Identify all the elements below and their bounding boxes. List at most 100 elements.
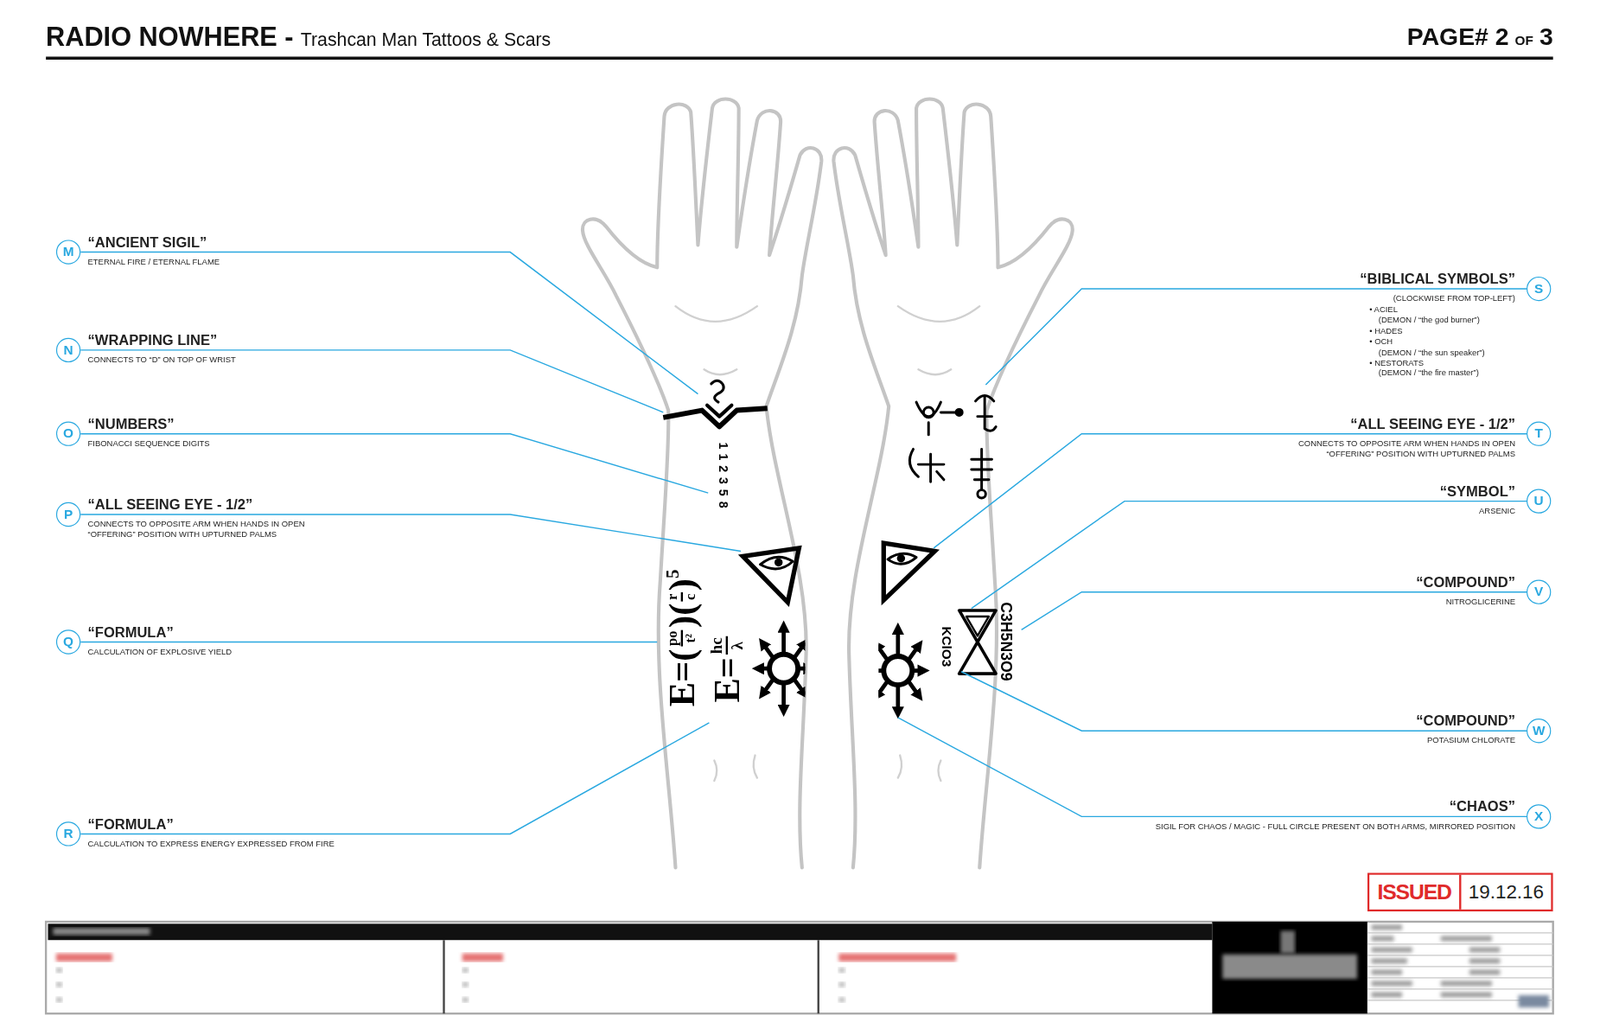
blurred-mark (56, 981, 63, 988)
arsenic-symbol (966, 616, 989, 636)
symbol-och (977, 490, 986, 498)
crease (675, 305, 757, 322)
chaos-arrow (908, 680, 919, 695)
crease (753, 755, 758, 778)
leader-line (1021, 592, 1527, 631)
page-number: PAGE# 2OF3 (1407, 21, 1554, 52)
callout-heading: “ANCIENT SIGIL” (88, 233, 208, 250)
callout-circle: Q“FORMULA”CALCULATION OF EXPLOSIVE YIELD (56, 629, 81, 654)
page-total: 3 (1539, 21, 1554, 52)
fire-energy-formula: E=hcλ (707, 634, 745, 703)
crease (704, 369, 738, 375)
fraction: pot² (664, 629, 698, 647)
wrapping-line-chevron (707, 405, 732, 417)
formula-term: )( (662, 603, 700, 628)
callout-heading: “ALL SEEING EYE - 1/2” (1350, 414, 1516, 432)
chaos-arrow (878, 645, 888, 661)
right-arm (833, 99, 1072, 868)
symbol-list-item: • HADES (1369, 326, 1403, 338)
callout-heading: “FORMULA” (88, 623, 174, 640)
callout-letter: N (57, 338, 80, 361)
blurred-mark (462, 981, 469, 988)
formula-exponent: 5 (662, 568, 682, 579)
callout-circle: R“FORMULA”CALCULATION TO EXPRESS ENERGY … (56, 821, 81, 846)
callout-heading: “BIBLICAL SYMBOLS” (1359, 270, 1516, 287)
callout-letter: R (57, 822, 80, 844)
symbol-nestorats (909, 448, 944, 482)
blurred-heading (52, 927, 150, 935)
formula-term: E=( (662, 648, 700, 707)
eye-triangle (883, 542, 935, 600)
callout-circle: W“COMPOUND”POTASIUM CHLORATE (1526, 718, 1551, 743)
chaos-arrow (911, 668, 923, 673)
page-subtitle: Trashcan Man Tattoos & Scars (300, 24, 551, 55)
eye (887, 553, 917, 564)
skin-creases (675, 305, 980, 781)
chaos-arrow (758, 666, 770, 671)
callout-circle: U“SYMBOL”ARSENIC (1526, 488, 1551, 513)
chaos-arrow (763, 643, 774, 659)
callout-letter: V (1527, 580, 1550, 603)
fraction-numerator: po (664, 629, 683, 647)
pupil (897, 554, 906, 562)
symbol-list-item: • NESTORATS (1369, 357, 1424, 369)
callout-letter: T (1527, 422, 1550, 445)
chemical-formula: C3H5N3O9 (999, 601, 1015, 682)
right-tattoos (873, 395, 996, 711)
symbol-hades (975, 395, 997, 431)
symbol-aciel (916, 401, 957, 435)
callout-description: CONNECTS TO OPPOSITE ARM WHEN HANDS IN O… (1270, 439, 1516, 460)
eye (759, 556, 793, 569)
left-arm (582, 99, 822, 868)
title-block-frame (45, 921, 1554, 1014)
callout-description: CALCULATION TO EXPRESS ENERGY EXPRESSED … (88, 838, 335, 849)
leader-lines (80, 252, 1527, 835)
arsenic-symbol (959, 610, 996, 674)
notes-header-bar (47, 923, 1212, 940)
chaos-arrow (781, 682, 786, 710)
chaos-arrow (878, 680, 888, 695)
biblical-symbols (909, 395, 996, 498)
pupil (774, 558, 783, 567)
header-rule (45, 57, 1554, 61)
logo-block (1211, 921, 1367, 1014)
leader-line (80, 433, 708, 493)
chaos-arrow (895, 684, 900, 712)
column-divider (442, 939, 445, 1014)
callout-circle: M“ANCIENT SIGIL”ETERNAL FIRE / ETERNAL F… (56, 239, 81, 264)
callout-heading: “COMPOUND” (1415, 573, 1516, 590)
fraction: rc (664, 592, 698, 602)
callout-circle: X“CHAOS”SIGIL FOR CHAOS / MAGIC - FULL C… (1526, 803, 1551, 829)
crease (898, 755, 902, 778)
fibonacci-digits: 112358 (715, 442, 731, 514)
callout-letter: U (1527, 490, 1550, 512)
callout-description: ARSENIC (1478, 506, 1516, 517)
chaos-sigil (758, 627, 805, 709)
leader-line (80, 252, 698, 395)
callout-description: SIGIL FOR CHAOS / MAGIC - FULL CIRCLE PR… (1155, 821, 1516, 832)
page-title: RADIO NOWHERE - (45, 21, 294, 52)
chaos-arrow (878, 668, 884, 673)
formula-term: E= (707, 656, 745, 703)
callout-heading: “CHAOS” (1449, 797, 1516, 815)
symbol-list-item: (DEMON / “the sun speaker”) (1378, 347, 1486, 358)
callout-heading: “ALL SEEING EYE - 1/2” (88, 496, 254, 513)
header-left: RADIO NOWHERE -Trashcan Man Tattoos & Sc… (45, 21, 551, 56)
callout-heading: “WRAPPING LINE” (88, 331, 218, 349)
issued-label: ISSUED (1369, 874, 1461, 910)
chaos-arrow (763, 678, 774, 694)
leader-line (985, 288, 1527, 385)
blurred-table-text (1371, 924, 1550, 1008)
callout-description: FIBONACCI SEQUENCE DIGITS (88, 439, 211, 450)
callout-circle: S“BIBLICAL SYMBOLS”(CLOCKWISE FROM TOP-L… (1526, 276, 1551, 301)
fraction-denominator: t² (682, 633, 698, 643)
leader-line (898, 717, 1527, 817)
leader-line (80, 722, 709, 835)
chaos-arrow (797, 666, 805, 671)
chaos-arrow (793, 643, 804, 659)
leader-line (80, 641, 657, 643)
callout-letter: W (1527, 719, 1550, 741)
blurred-mark (462, 967, 469, 973)
